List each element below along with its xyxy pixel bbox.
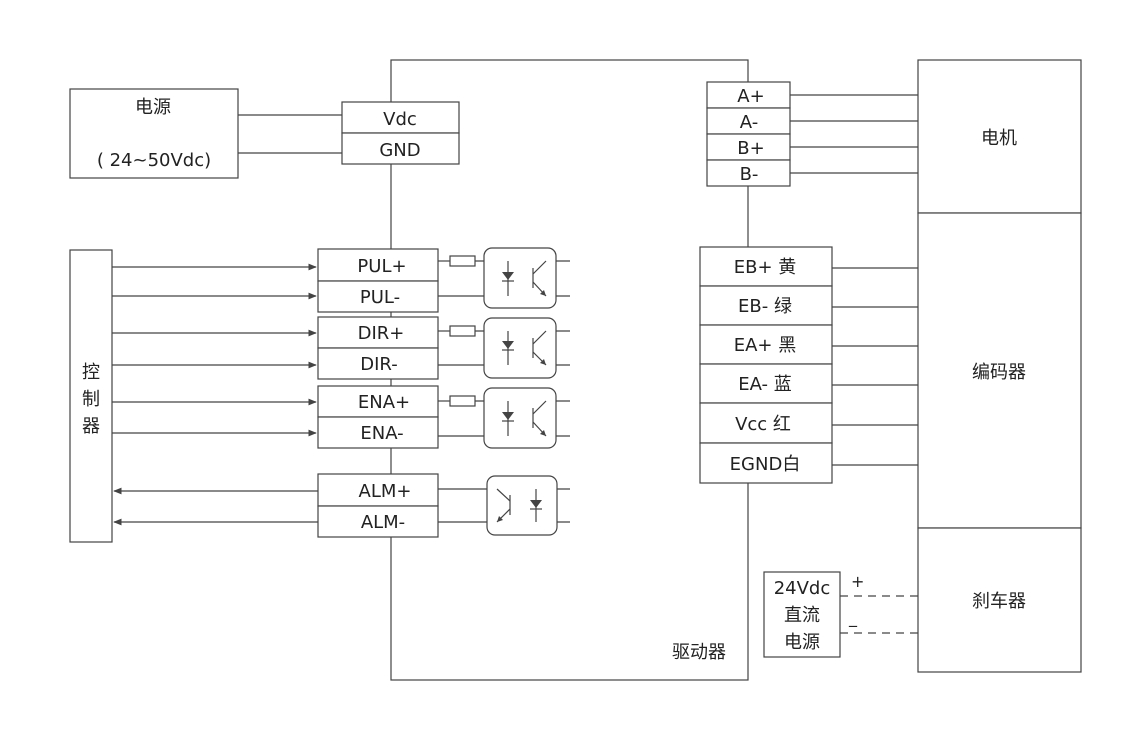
terminal-vdc (341, 101, 460, 134)
terminal-gnd-label: GND (379, 140, 420, 161)
terminal-dir-plus-label: DIR+ (358, 323, 405, 344)
brake-plus-sign: + (851, 572, 864, 591)
encoder-label: 编码器 (972, 362, 1026, 383)
terminal-pul-plus (317, 248, 439, 282)
optocoupler-ena (438, 387, 570, 449)
terminal-eb-minus (699, 285, 833, 326)
terminal-alm-plus-label: ALM+ (359, 481, 412, 502)
optocoupler-icon (483, 247, 557, 309)
optocoupler-icon (483, 387, 557, 449)
terminal-egnd-label: EGND白 (730, 454, 801, 475)
terminal-b-minus (706, 159, 791, 187)
optocoupler-alm (438, 475, 570, 536)
power-supply-title: 电源 (135, 97, 171, 118)
motor-label: 电机 (981, 128, 1017, 149)
brake-minus-sign: _ (848, 608, 858, 628)
terminal-vcc (699, 402, 833, 444)
resistor-icon (449, 255, 476, 267)
optocoupler-pul (438, 247, 570, 309)
optocoupler-icon (483, 317, 557, 379)
encoder-wires (832, 267, 918, 466)
terminal-eb-plus (699, 246, 833, 287)
terminal-gnd (341, 132, 460, 165)
terminal-ea-minus (699, 363, 833, 404)
optocoupler-dir (438, 317, 570, 379)
control-wires (112, 263, 318, 526)
terminal-ea-minus-label: EA- 蓝 (738, 374, 792, 395)
motor-terminal-block: A+ A- B+ B- (706, 81, 791, 187)
terminal-pul-minus-label: PUL- (360, 287, 400, 308)
motor-wires (790, 94, 918, 174)
terminal-b-plus-label: B+ (737, 138, 764, 159)
resistor-icon (449, 325, 476, 337)
brake-box (917, 527, 1082, 673)
terminal-eb-plus-label: EB+ 黄 (734, 257, 797, 278)
driver-label: 驱动器 (672, 642, 726, 663)
power-supply-box (69, 88, 239, 179)
terminal-vcc-label: Vcc 红 (735, 414, 791, 435)
terminal-ena-plus-label: ENA+ (358, 392, 410, 413)
terminal-ea-plus (699, 324, 833, 365)
resistor-icon (449, 395, 476, 407)
controller-box (69, 249, 113, 543)
terminal-alm-minus-label: ALM- (361, 512, 405, 533)
terminal-dir-minus (317, 347, 439, 380)
terminal-dir-minus-label: DIR- (360, 354, 397, 375)
controller-label-3: 器 (82, 416, 100, 437)
brake-supply-box (763, 571, 841, 658)
terminal-ea-plus-label: EA+ 黑 (734, 335, 797, 356)
power-supply-range: ( 24~50Vdc) (97, 150, 211, 171)
power-terminal-block: Vdc GND (341, 101, 460, 165)
alarm-terminal-block: ALM+ ALM- (317, 473, 439, 538)
terminal-eb-minus-label: EB- 绿 (738, 296, 792, 317)
terminal-pul-minus (317, 280, 439, 313)
optocoupler-icon (486, 475, 558, 536)
brake-supply-line-3: 电源 (784, 632, 820, 653)
controller-label-1: 控 (82, 362, 100, 383)
terminal-alm-minus (317, 505, 439, 538)
brake-supply-line-2: 直流 (784, 605, 820, 626)
terminal-a-plus-label: A+ (737, 86, 764, 107)
motor-box (917, 59, 1082, 214)
terminal-vdc-label: Vdc (383, 109, 417, 130)
terminal-b-minus-label: B- (740, 164, 759, 185)
controller-label-2: 制 (82, 389, 100, 410)
terminal-ena-plus (317, 385, 439, 418)
brake-label: 刹车器 (972, 591, 1026, 612)
terminal-pul-plus-label: PUL+ (357, 256, 406, 277)
control-terminal-block: PUL+ PUL- DIR+ DIR- ENA+ ENA- (317, 248, 439, 449)
terminal-ena-minus-label: ENA- (360, 423, 403, 444)
terminal-alm-plus (317, 473, 439, 507)
terminal-egnd (699, 442, 833, 484)
encoder-box (917, 212, 1082, 529)
brake-supply-line-1: 24Vdc (774, 578, 831, 599)
encoder-terminal-block: EB+ 黄 EB- 绿 EA+ 黑 EA- 蓝 Vcc 红 EGND白 (699, 246, 833, 484)
terminal-a-minus-label: A- (740, 112, 758, 133)
terminal-b-plus (706, 133, 791, 161)
terminal-a-plus (706, 81, 791, 109)
terminal-ena-minus (317, 416, 439, 449)
